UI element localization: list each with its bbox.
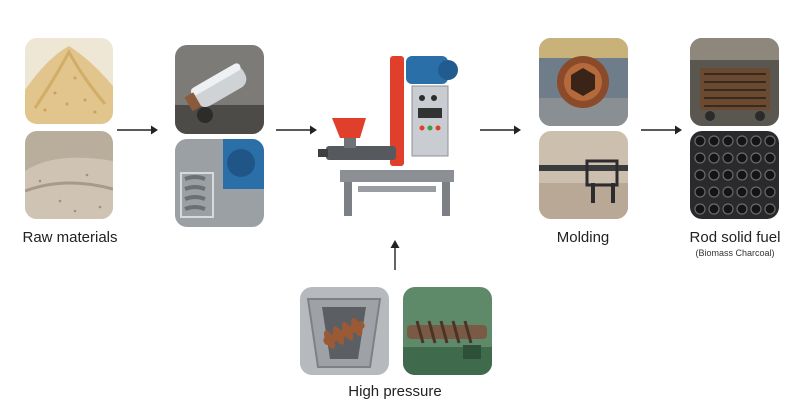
molding-die-image bbox=[539, 38, 628, 126]
arrow-right-icon bbox=[641, 125, 682, 135]
charcoal-cart-image bbox=[690, 38, 779, 126]
screw-shaft-image bbox=[403, 287, 492, 375]
screw-chamber-image bbox=[300, 287, 389, 375]
briquette-machine-image bbox=[318, 50, 468, 220]
rod-fuel-sublabel: (Biomass Charcoal) bbox=[695, 248, 775, 258]
molding-label: Molding bbox=[556, 229, 610, 246]
arrow-right-icon bbox=[117, 125, 158, 135]
molding-output-image bbox=[539, 131, 628, 219]
high-pressure-label: High pressure bbox=[348, 383, 442, 400]
arrow-right-icon bbox=[480, 125, 521, 135]
sand-image bbox=[25, 131, 113, 219]
crusher-gear-image bbox=[175, 139, 264, 227]
crusher-shaft-image bbox=[175, 45, 264, 134]
raw-materials-label: Raw materials bbox=[22, 229, 118, 246]
charcoal-rods-image bbox=[690, 131, 779, 219]
sawdust-image bbox=[25, 38, 113, 124]
arrow-right-icon bbox=[276, 125, 317, 135]
rod-fuel-label: Rod solid fuel bbox=[689, 229, 781, 246]
arrow-up-icon bbox=[390, 240, 400, 270]
